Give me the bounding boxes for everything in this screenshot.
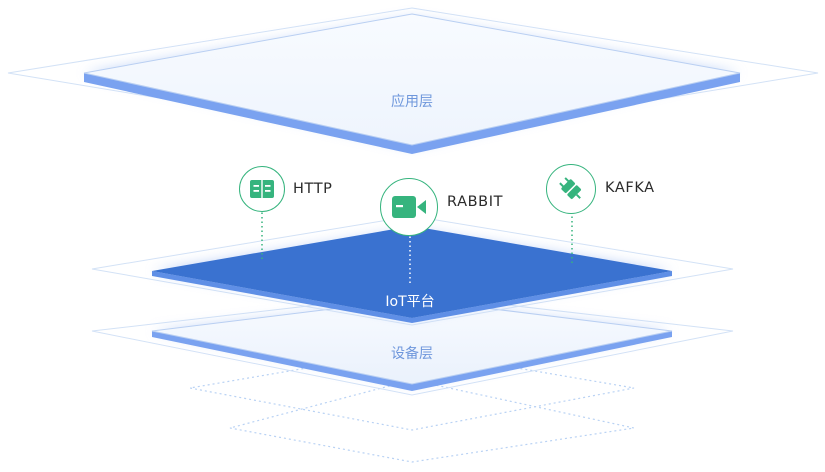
ghost-layer-upper (189, 349, 635, 431)
http-label: HTTP (293, 181, 333, 197)
application-layer-label: 应用层 (391, 94, 433, 110)
plug-icon (559, 177, 581, 199)
application-layer (7, 7, 819, 154)
iot-platform-label: IoT平台 (385, 294, 435, 310)
device-layer-label: 设备层 (391, 346, 433, 362)
video-camera-icon (392, 196, 426, 218)
iot-platform-layer (91, 215, 734, 326)
kafka-protocol-badge (546, 164, 596, 214)
rabbit-protocol-badge (380, 178, 438, 236)
book-icon (250, 180, 274, 198)
device-layer (91, 293, 734, 396)
http-protocol-badge (239, 166, 285, 212)
ghost-layer-lower (229, 379, 635, 463)
rabbit-label: RABBIT (447, 194, 504, 210)
kafka-label: KAFKA (605, 180, 655, 196)
